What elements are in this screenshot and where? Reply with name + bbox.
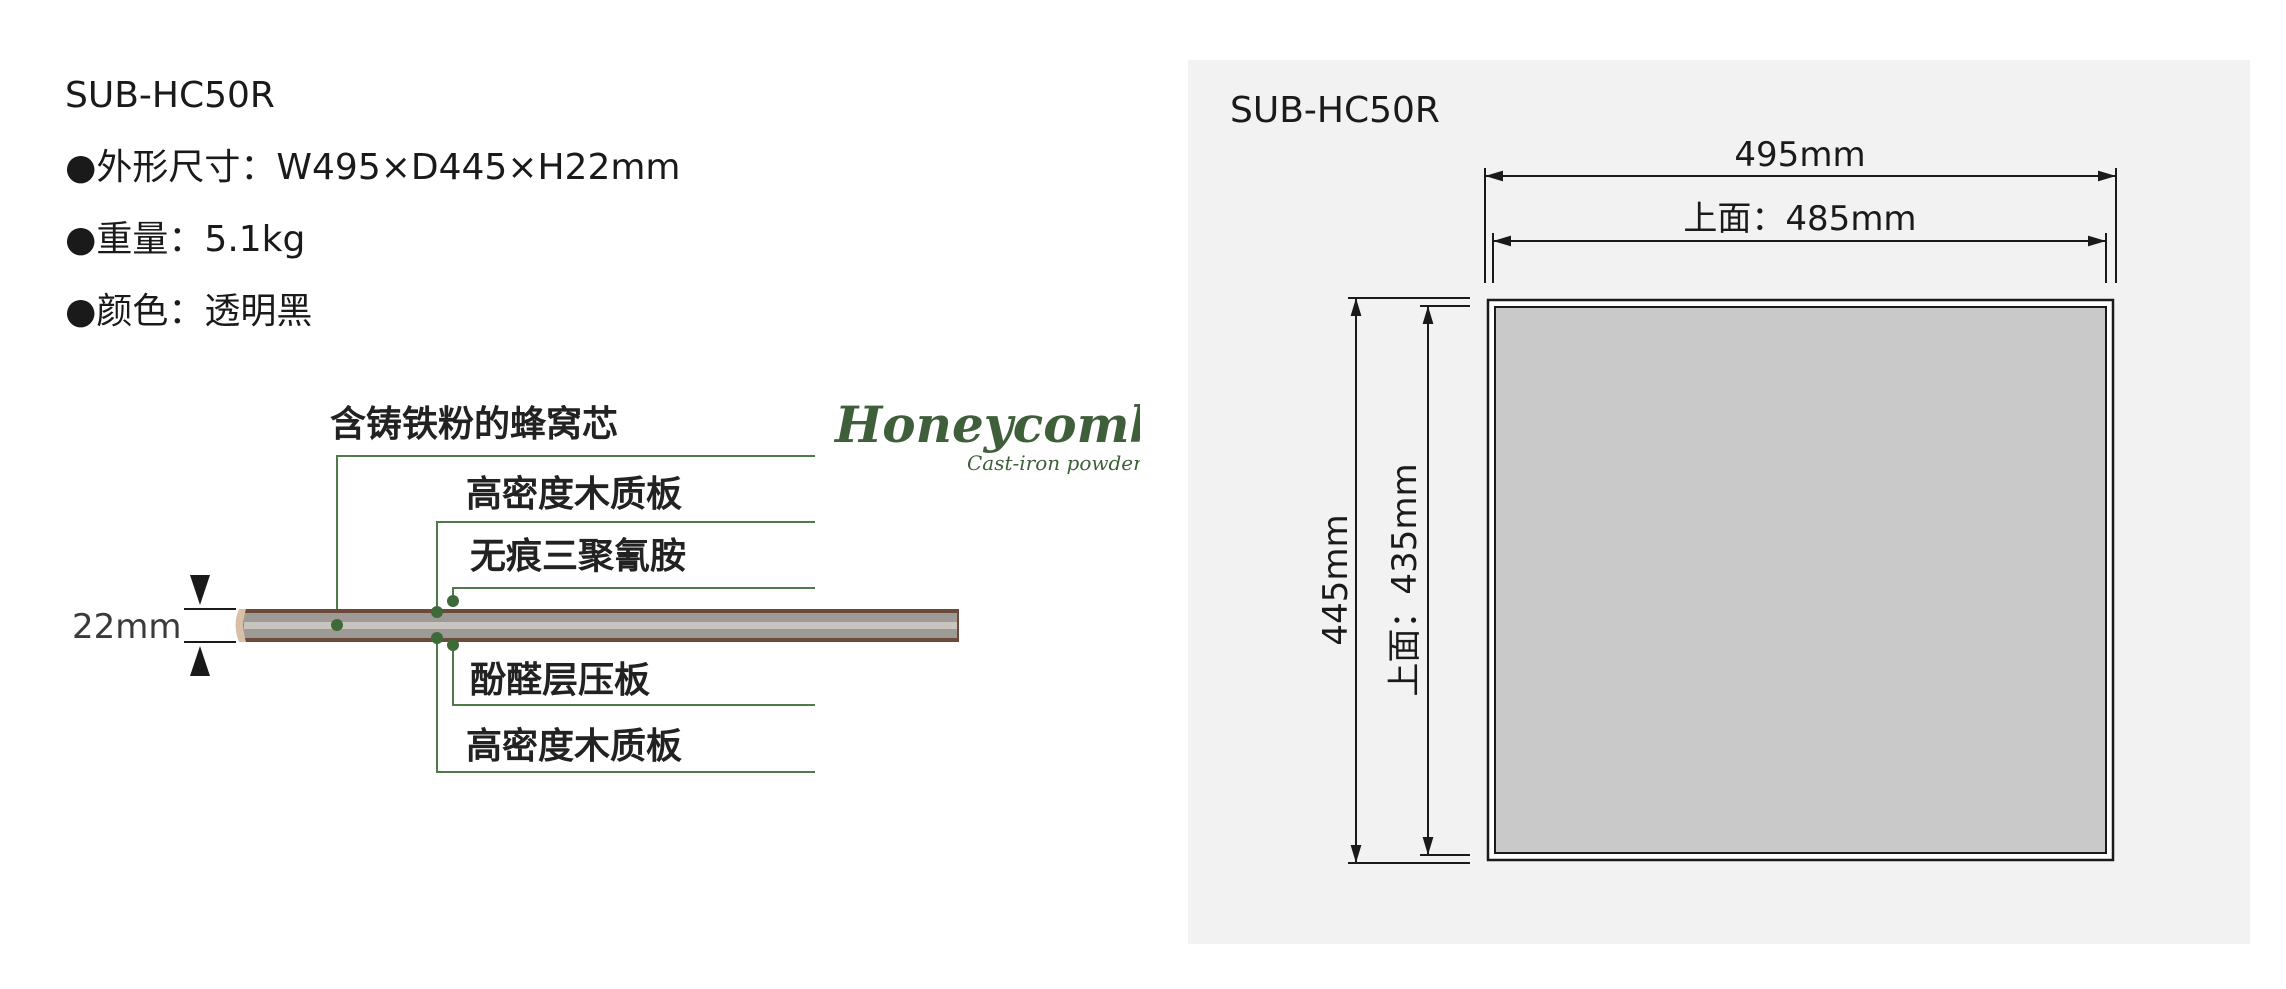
model-title: SUB-HC50R [65,75,275,116]
dot-hdf-bottom [431,632,443,644]
label-hdf-top: 高密度木质板 [466,473,682,515]
spec-weight: ●重量：5.1kg [65,219,306,260]
label-top-width: 上面：485mm [1683,199,1916,239]
dot-core [331,619,343,631]
label-top-depth: 上面：435mm [1385,463,1425,696]
logo-main: Honeycomb [833,395,1140,454]
board-section [235,609,959,642]
height-label: 22mm [72,607,182,647]
dot-melamine [447,595,459,607]
label-melamine: 无痕三聚氰胺 [470,536,686,577]
leader-hdf-bottom [436,638,815,773]
board-top-surface [1494,306,2107,854]
label-phenolic: 酚醛层压板 [470,660,650,701]
depth-dimensions [1348,297,1470,864]
board-edge-cap [235,609,246,642]
board-stripe [244,622,957,629]
honeycomb-logo: Honeycomb Cast-iron powder [833,395,1140,475]
leader-dots [331,595,459,651]
height-dimension: 22mm [72,575,236,676]
arrow-up-icon [190,646,210,676]
label-outer-depth: 445mm [1316,514,1356,645]
arrow-down-icon [190,575,210,605]
plan-model-title: SUB-HC50R [1230,90,1440,131]
leader-melamine [452,587,815,601]
leader-hdf-top [436,521,815,612]
label-hdf-bottom: 高密度木质板 [466,725,682,767]
dot-hdf-top [431,606,443,618]
cross-section-diagram: 22mm 含铸铁粉的蜂窝芯 高密度木质板 无痕三聚氰胺 酚醛层压板 高密度木质板… [72,395,1140,773]
leader-phenolic [452,645,815,706]
dot-phenolic [447,639,459,651]
spec-size: ●外形尺寸：W495×D445×H22mm [65,147,681,188]
logo-sub: Cast-iron powder [967,451,1140,475]
width-dimensions [1484,168,2117,283]
spec-color: ●颜色：透明黑 [65,291,313,332]
leader-core [336,455,815,625]
label-core: 含铸铁粉的蜂窝芯 [330,404,618,445]
plan-view-panel: SUB-HC50R 495mm 上面：485mm [1188,60,2250,944]
plan-view-diagram: 495mm 上面：485mm 445mm 上面：435mm [1316,135,2117,864]
label-outer-width: 495mm [1734,135,1865,175]
